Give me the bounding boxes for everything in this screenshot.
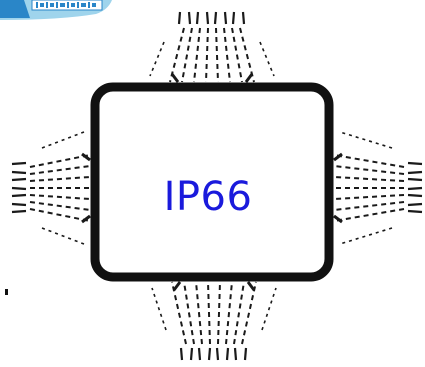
spray-streak [215, 347, 220, 361]
spray-streak [29, 208, 91, 222]
spray-streak [407, 177, 423, 182]
spray-streak [29, 201, 91, 211]
spray-streak [41, 227, 85, 245]
spray-streak [11, 186, 27, 191]
spray-streak [29, 176, 91, 182]
spray-streak [217, 281, 221, 345]
spray-streak [81, 214, 91, 224]
spray-streak [225, 281, 233, 345]
spray-streak [197, 347, 202, 361]
spray-streak [239, 27, 255, 83]
logo-fragment [0, 0, 112, 20]
spray-streak [407, 202, 423, 207]
spray-streak [333, 154, 405, 168]
spray-streak [179, 347, 184, 361]
water-jet-top [149, 11, 275, 83]
spray-streak [246, 281, 256, 291]
spray-streak [241, 11, 246, 25]
logo-swoosh-dark [0, 0, 30, 18]
spray-streak [241, 281, 257, 345]
spray-streak [195, 281, 203, 345]
spray-streak [170, 73, 180, 83]
spray-streak [333, 152, 343, 162]
spray-streak [339, 131, 393, 149]
spray-streak [177, 11, 182, 25]
spray-streak [333, 194, 405, 200]
water-jet-left [11, 131, 91, 245]
spray-streak [407, 161, 423, 166]
spray-streak [151, 287, 167, 331]
spray-streak [225, 347, 230, 361]
spray-streak [407, 170, 423, 175]
spray-streak [207, 281, 211, 345]
spray-streak [261, 287, 277, 331]
spray-streak [259, 41, 275, 77]
spray-streak [223, 27, 231, 83]
spray-streak [183, 281, 195, 345]
spray-streak [333, 208, 405, 222]
ip-rating-label: IP66 [163, 174, 253, 220]
spray-streak [11, 177, 27, 182]
spray-streak [171, 281, 187, 345]
spray-streak [407, 209, 423, 214]
water-jet-right [333, 131, 423, 245]
spray-streak [223, 11, 228, 25]
spray-streak [29, 154, 91, 168]
spray-streak [407, 193, 423, 198]
spray-streak [181, 27, 193, 83]
spray-streak [231, 27, 243, 83]
spray-streak [207, 347, 212, 361]
spray-streak [193, 27, 201, 83]
spray-streak [333, 176, 405, 182]
spray-streak [29, 194, 91, 200]
spray-streak [11, 161, 27, 166]
logo-text-strokes [36, 2, 96, 8]
spray-streak [81, 152, 91, 162]
spray-streak [243, 347, 248, 361]
spray-streak [339, 227, 393, 245]
spray-streak [189, 347, 194, 361]
spray-streak [213, 11, 218, 25]
spray-streak [205, 27, 209, 83]
spray-streak [29, 165, 91, 175]
spray-streak [169, 27, 185, 83]
spray-streak [215, 27, 219, 83]
spray-streak [407, 186, 423, 191]
spray-streak [333, 201, 405, 211]
water-jet-bottom [151, 281, 277, 361]
spray-streak [333, 165, 405, 175]
edge-mark [5, 289, 8, 295]
spray-streak [233, 281, 245, 345]
spray-streak [244, 73, 254, 83]
spray-streak [11, 170, 27, 175]
spray-streak [11, 209, 27, 214]
spray-streak [41, 131, 85, 149]
spray-streak [231, 11, 236, 25]
spray-streak [11, 202, 27, 207]
spray-streak [233, 347, 238, 361]
spray-streak [149, 41, 165, 77]
enclosure-frame [90, 82, 334, 282]
spray-streak [172, 281, 182, 291]
spray-streak [333, 214, 343, 224]
spray-streak [187, 11, 192, 25]
spray-streak [195, 11, 200, 25]
spray-streak [11, 193, 27, 198]
spray-streak [205, 11, 210, 25]
